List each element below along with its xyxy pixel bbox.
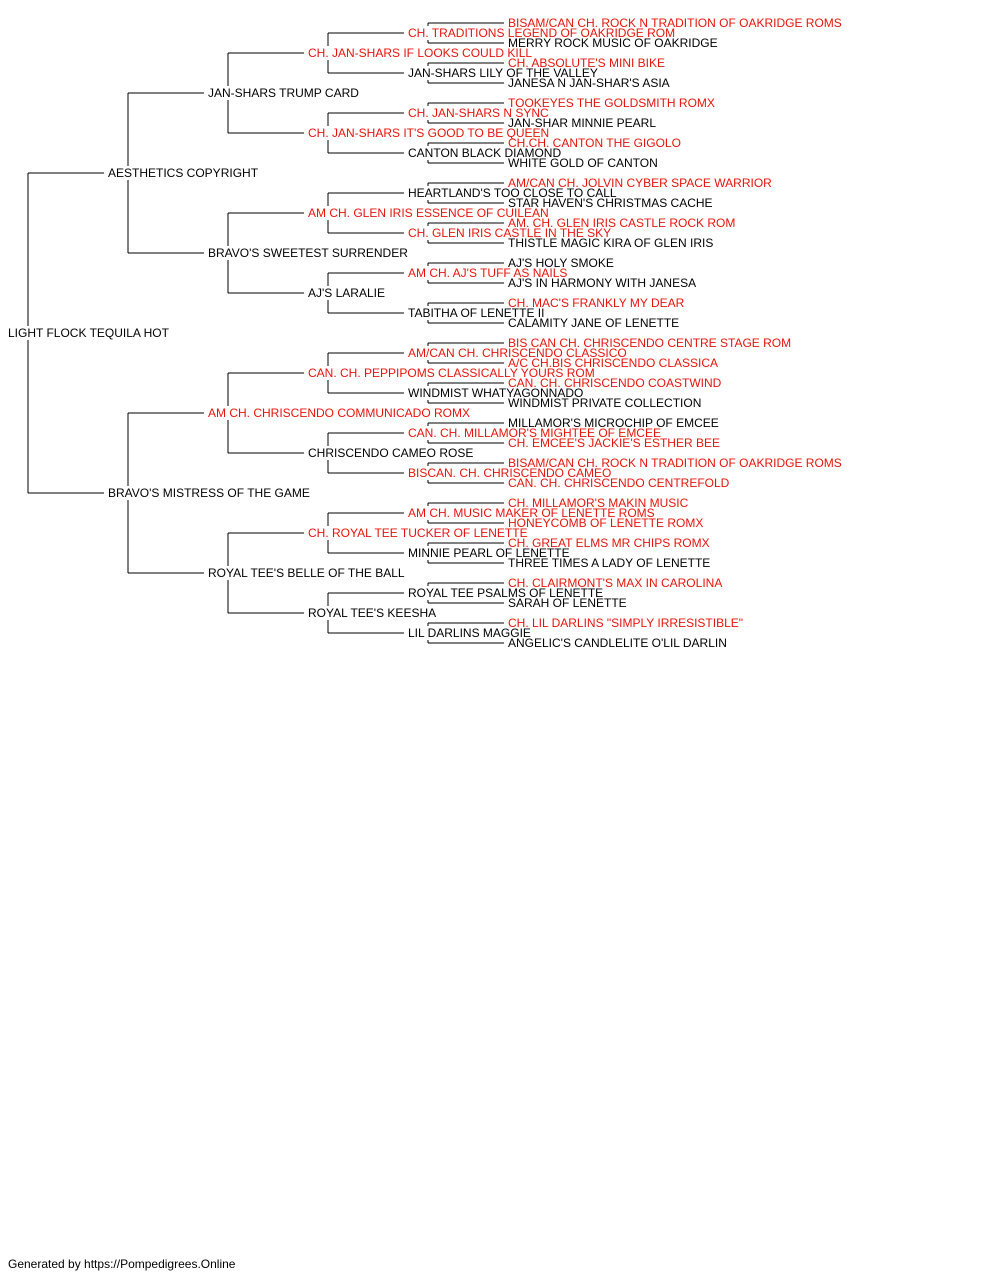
ancestor-name: CH. CLAIRMONT'S MAX IN CAROLINA [508, 576, 722, 590]
ancestor-name: BRAVO'S MISTRESS OF THE GAME [108, 486, 310, 500]
ancestor-name: CHRISCENDO CAMEO ROSE [308, 446, 473, 460]
ancestor-name: HONEYCOMB OF LENETTE ROMX [508, 516, 703, 530]
ancestor-name: BRAVO'S SWEETEST SURRENDER [208, 246, 408, 260]
ancestor-name: ROYAL TEE'S KEESHA [308, 606, 436, 620]
ancestor-name: CH. GLEN IRIS CASTLE IN THE SKY [408, 226, 611, 240]
ancestor-name: TABITHA OF LENETTE II [408, 306, 544, 320]
ancestor-name: BIS CAN CH. CHRISCENDO CENTRE STAGE ROM [508, 336, 791, 350]
ancestor-name: CALAMITY JANE OF LENETTE [508, 316, 679, 330]
dog-name-subject: LIGHT FLOCK TEQUILA HOT [8, 326, 170, 340]
ancestor-name: JAN-SHAR MINNIE PEARL [508, 116, 656, 130]
ancestor-name: CANTON BLACK DIAMOND [408, 146, 561, 160]
ancestor-name: AM CH. AJ'S TUFF AS NAILS [408, 266, 567, 280]
pedigree-connector-lines [27, 22, 504, 644]
ancestor-name: SARAH OF LENETTE [508, 596, 627, 610]
ancestor-name: BISAM/CAN CH. ROCK N TRADITION OF OAKRID… [508, 16, 842, 30]
ancestor-name: WHITE GOLD OF CANTON [508, 156, 658, 170]
ancestor-name: CAN. CH. PEPPIPOMS CLASSICALLY YOURS ROM [308, 366, 595, 380]
ancestor-name: CH. MILLAMOR'S MAKIN MUSIC [508, 496, 689, 510]
ancestor-name: ANGELIC'S CANDLELITE O'LIL DARLIN [508, 636, 727, 650]
ancestor-name: TOOKEYES THE GOLDSMITH ROMX [508, 96, 715, 110]
ancestor-name: CH. MAC'S FRANKLY MY DEAR [508, 296, 685, 310]
ancestor-name: AM. CH. GLEN IRIS CASTLE ROCK ROM [508, 216, 735, 230]
ancestor-name: CH. ROYAL TEE TUCKER OF LENETTE [308, 526, 528, 540]
ancestor-name: STAR HAVEN'S CHRISTMAS CACHE [508, 196, 713, 210]
ancestor-name: JAN-SHARS LILY OF THE VALLEY [408, 66, 598, 80]
ancestor-name: CH. GREAT ELMS MR CHIPS ROMX [508, 536, 710, 550]
ancestor-name: AM/CAN CH. JOLVIN CYBER SPACE WARRIOR [508, 176, 772, 190]
ancestor-name: AJ'S HOLY SMOKE [508, 256, 614, 270]
ancestor-name: AESTHETICS COPYRIGHT [108, 166, 259, 180]
ancestor-name: CH. JAN-SHARS IF LOOKS COULD KILL [308, 46, 532, 60]
ancestor-name: ROYAL TEE PSALMS OF LENETTE [408, 586, 603, 600]
ancestor-name: WINDMIST WHATYAGONNADO [408, 386, 583, 400]
ancestor-name: AJ'S LARALIE [308, 286, 385, 300]
ancestor-name: CH. LIL DARLINS "SIMPLY IRRESISTIBLE" [508, 616, 743, 630]
pedigree-names: LIGHT FLOCK TEQUILA HOT AESTHETICS COPYRI… [8, 16, 842, 650]
ancestor-name: AM CH. GLEN IRIS ESSENCE OF CUILEAN [308, 206, 549, 220]
ancestor-name: ROYAL TEE'S BELLE OF THE BALL [208, 566, 405, 580]
ancestor-name: CH. EMCEE'S JACKIE'S ESTHER BEE [508, 436, 720, 450]
ancestor-name: BISCAN. CH. CHRISCENDO CAMEO [408, 466, 611, 480]
ancestor-name: HEARTLAND'S TOO CLOSE TO CALL [408, 186, 617, 200]
ancestor-name: MILLAMOR'S MICROCHIP OF EMCEE [508, 416, 719, 430]
generated-by-footer: Generated by https://Pompedigrees.Online [8, 1257, 236, 1271]
ancestor-name: A/C CH.BIS CHRISCENDO CLASSICA [508, 356, 718, 370]
ancestor-name: AM/CAN CH. CHRISCENDO CLASSICO [408, 346, 627, 360]
ancestor-name: CH. ABSOLUTE'S MINI BIKE [508, 56, 665, 70]
ancestor-name: CH. JAN-SHARS IT'S GOOD TO BE QUEEN [308, 126, 549, 140]
ancestor-name: MINNIE PEARL OF LENETTE [408, 546, 570, 560]
ancestor-name: CAN. CH. CHRISCENDO CENTREFOLD [508, 476, 730, 490]
ancestor-name: CAN. CH. CHRISCENDO COASTWIND [508, 376, 722, 390]
ancestor-name: AM CH. CHRISCENDO COMMUNICADO ROMX [208, 406, 470, 420]
ancestor-name: AJ'S IN HARMONY WITH JANESA [508, 276, 696, 290]
ancestor-name: AM CH. MUSIC MAKER OF LENETTE ROMS [408, 506, 655, 520]
ancestor-name: BISAM/CAN CH. ROCK N TRADITION OF OAKRID… [508, 456, 842, 470]
ancestor-name: THREE TIMES A LADY OF LENETTE [508, 556, 710, 570]
ancestor-name: THISTLE MAGIC KIRA OF GLEN IRIS [508, 236, 713, 250]
ancestor-name: MERRY ROCK MUSIC OF OAKRIDGE [508, 36, 718, 50]
ancestor-name: WINDMIST PRIVATE COLLECTION [508, 396, 701, 410]
ancestor-name: CAN. CH. MILLAMOR'S MIGHTEE OF EMCEE [408, 426, 661, 440]
ancestor-name: CH. TRADITIONS LEGEND OF OAKRIDGE ROM [408, 26, 675, 40]
ancestor-name: JAN-SHARS TRUMP CARD [208, 86, 359, 100]
ancestor-name: CH. JAN-SHARS N SYNC [408, 106, 549, 120]
ancestor-name: JANESA N JAN-SHAR'S ASIA [508, 76, 670, 90]
ancestor-name: LIL DARLINS MAGGIE [408, 626, 531, 640]
ancestor-name: CH.CH. CANTON THE GIGOLO [508, 136, 681, 150]
